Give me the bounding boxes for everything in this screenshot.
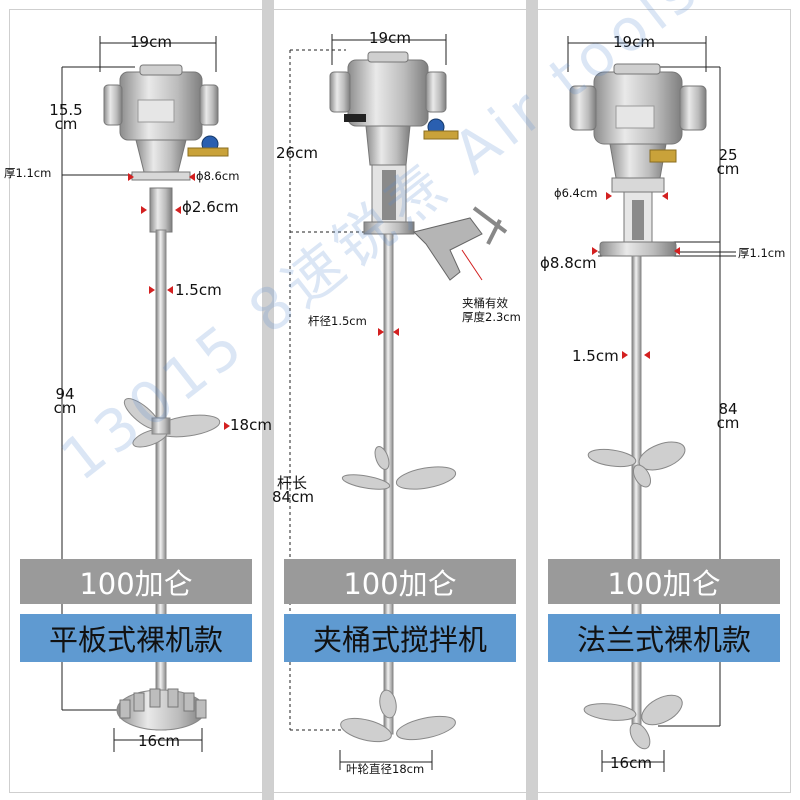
label-head-height-value: 25: [718, 146, 738, 164]
label-thickness: 厚1.1cm: [738, 246, 786, 260]
label-rod-length-unit: cm: [53, 399, 77, 418]
label-clamp-line2: 厚度2.3cm: [462, 310, 521, 324]
model-band: 法兰式裸机款: [548, 614, 780, 662]
divider-right: [526, 0, 538, 800]
label-disc: 16cm: [138, 732, 180, 750]
label-top-width: 19cm: [613, 33, 655, 51]
label-flange-dia: ϕ8.6cm: [196, 169, 240, 183]
capacity-band: 100加仑: [20, 559, 252, 604]
label-head-height-unit: cm: [54, 115, 78, 134]
label-rod-length-value: 84: [718, 400, 738, 418]
label-impeller-dia: 叶轮直径18cm: [346, 762, 425, 776]
label-top-width: 19cm: [130, 33, 172, 51]
label-impeller: 18cm: [230, 416, 272, 434]
capacity-band: 100加仑: [548, 559, 780, 604]
label-rod-length-value: 94: [55, 385, 75, 403]
label-coupling-dia: ϕ2.6cm: [182, 198, 239, 216]
label-top-width: 19cm: [369, 29, 411, 47]
label-rod-dia: 1.5cm: [572, 347, 619, 365]
label-head-height: 26cm: [276, 144, 318, 162]
label-rod-dia: 1.5cm: [175, 281, 222, 299]
label-clamp-line1: 夹桶有效: [462, 296, 508, 310]
flange-mixer-illustration: [567, 36, 736, 772]
model-band: 平板式裸机款: [20, 614, 252, 662]
label-rod-length-title: 杆长: [276, 474, 307, 492]
label-head-height-value: 15.5: [49, 101, 83, 119]
label-impeller: 16cm: [610, 754, 652, 772]
capacity-band: 100加仑: [284, 559, 516, 604]
label-flange-dia: ϕ8.8cm: [540, 254, 597, 272]
label-rod-dia: 杆径1.5cm: [308, 314, 367, 328]
bucket-clamp-mixer-illustration: [289, 34, 508, 770]
label-rod-length-value: 84cm: [272, 488, 314, 507]
label-rod-length-unit: cm: [716, 414, 740, 433]
model-band: 夹桶式搅拌机: [284, 614, 516, 662]
label-head-height-unit: cm: [716, 160, 740, 179]
flat-plate-mixer-illustration: [61, 36, 230, 752]
divider-left: [262, 0, 274, 800]
label-thickness: 厚1.1cm: [4, 166, 52, 180]
label-inner-dia: ϕ6.4cm: [554, 186, 598, 200]
